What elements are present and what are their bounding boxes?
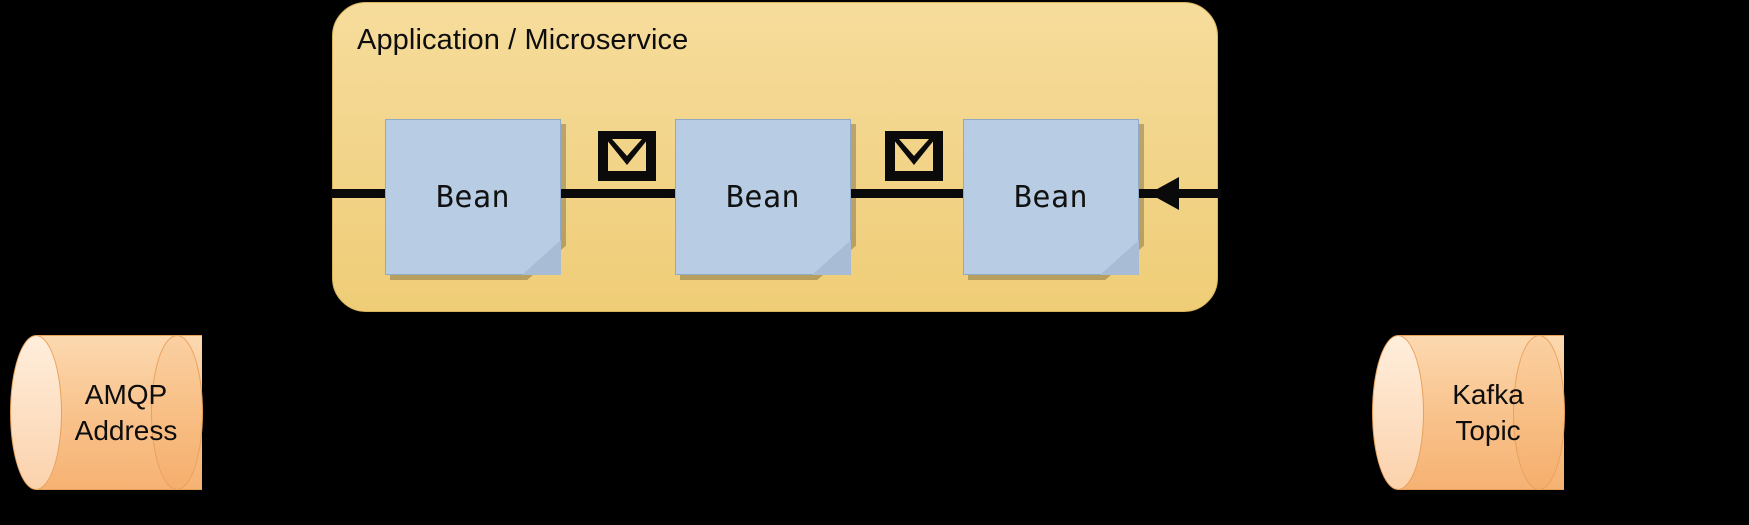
bean-body: [675, 119, 851, 275]
amqp-address-label: AMQP Address: [50, 335, 202, 490]
arrow-segment-left-exit: [331, 189, 389, 198]
envelope-flap-icon: [606, 139, 648, 165]
envelope-flap-icon: [893, 139, 935, 165]
bean-label: Bean: [1013, 179, 1089, 215]
amqp-label-line-1: AMQP: [84, 378, 168, 410]
envelope-icon: [598, 131, 656, 181]
arrow-segment-bean2-to-bean1: [561, 189, 681, 198]
cylinder-right-cap: [151, 335, 203, 490]
bean-body: [963, 119, 1139, 275]
arrowhead-right-entry: [1149, 177, 1179, 210]
cylinder-right-cap: [1513, 335, 1565, 490]
bean-label: Bean: [435, 179, 511, 215]
envelope-outline: [598, 131, 656, 181]
kafka-label-line-1: Kafka: [1452, 378, 1524, 410]
kafka-topic-cylinder[interactable]: Kafka Topic: [1372, 335, 1565, 490]
arrow-segment-bean3-to-bean2: [851, 189, 971, 198]
envelope-icon: [885, 131, 943, 181]
application-microservice-container: Application / Microservice Bean: [331, 2, 1221, 312]
container-title: Application / Microservice: [357, 24, 689, 56]
bean-label: Bean: [725, 179, 801, 215]
amqp-label-line-2: Address: [74, 414, 178, 446]
cylinder-left-cap: [10, 335, 62, 490]
bean-box-1[interactable]: Bean: [385, 119, 566, 280]
bean-box-2[interactable]: Bean: [675, 119, 856, 280]
envelope-outline: [885, 131, 943, 181]
bean-body: [385, 119, 561, 275]
amqp-address-cylinder[interactable]: AMQP Address: [10, 335, 203, 490]
cylinder-left-cap: [1372, 335, 1424, 490]
kafka-label-line-2: Topic: [1455, 414, 1521, 446]
arrow-segment-right-entry: [1139, 189, 1221, 198]
kafka-topic-label: Kafka Topic: [1412, 335, 1564, 490]
bean-box-3[interactable]: Bean: [963, 119, 1144, 280]
